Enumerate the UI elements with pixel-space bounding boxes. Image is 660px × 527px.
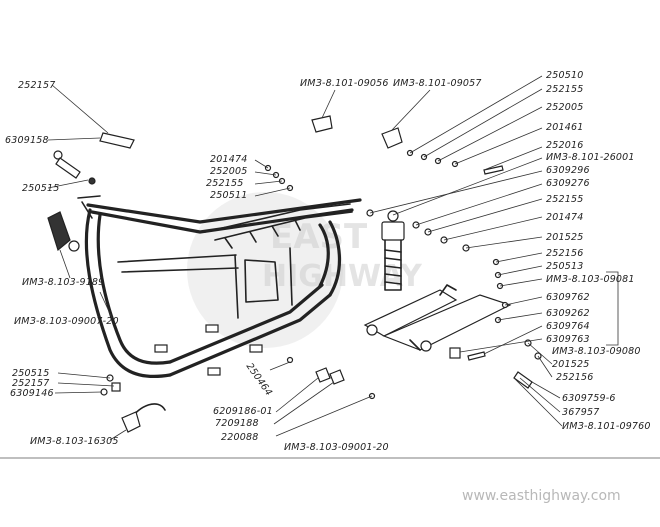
label-9189: ИМЗ-8.103-9189 xyxy=(22,277,104,288)
label-16305: ИМЗ-8.103-16305 xyxy=(30,436,119,447)
label-250464: 250464 xyxy=(244,361,275,398)
watermark-line1: EAST xyxy=(270,217,368,257)
label-26001: ИМЗ-8.101-26001 xyxy=(546,152,635,163)
label-09080: ИМЗ-8.103-09080 xyxy=(552,346,641,357)
label-6309296: 6309296 xyxy=(546,165,590,176)
label-252005: 252005 xyxy=(546,102,583,113)
label-201525-a: 201525 xyxy=(546,232,583,243)
label-201474: 201474 xyxy=(546,212,583,223)
label-252156-a: 252156 xyxy=(546,248,583,259)
label-252155-left: 252155 xyxy=(206,178,243,189)
label-09057: ИМЗ-8.101-09057 xyxy=(393,78,482,89)
label-250515-top: 250515 xyxy=(22,183,59,194)
label-09001: ИМЗ-8.103-09001-20 xyxy=(284,442,389,453)
label-220088: 220088 xyxy=(221,432,258,443)
label-6309759: 6309759-6 xyxy=(562,393,616,404)
label-201525-b: 201525 xyxy=(552,359,589,370)
label-250513: 250513 xyxy=(546,261,583,272)
leader-lines xyxy=(47,75,619,441)
label-09007: ИМЗ-8.103-09007-20 xyxy=(14,316,119,327)
label-201474-left: 201474 xyxy=(210,154,247,165)
label-6309158: 6309158 xyxy=(5,135,49,146)
label-6309763: 6309763 xyxy=(546,334,590,345)
label-252155-a: 252155 xyxy=(546,84,583,95)
parts xyxy=(47,115,542,433)
label-252157-top: 252157 xyxy=(18,80,55,91)
label-367957: 367957 xyxy=(562,407,599,418)
watermark: EAST HIGHWAY xyxy=(187,192,423,348)
watermark-url: www.easthighway.com xyxy=(462,488,621,504)
label-252157-bot: 252157 xyxy=(12,378,49,389)
label-6309276: 6309276 xyxy=(546,178,590,189)
label-252156-b: 252156 xyxy=(556,372,593,383)
label-250515-bot: 250515 xyxy=(12,368,49,379)
label-6309762: 6309762 xyxy=(546,292,590,303)
label-252016: 252016 xyxy=(546,140,583,151)
label-252155-b: 252155 xyxy=(546,194,583,205)
label-252005-left: 252005 xyxy=(210,166,247,177)
frame-drawing xyxy=(77,195,362,378)
watermark-line2: HIGHWAY xyxy=(262,259,423,294)
label-7209188: 7209188 xyxy=(215,418,259,429)
label-250510: 250510 xyxy=(546,70,583,81)
label-09056: ИМЗ-8.101-09056 xyxy=(300,78,389,89)
label-6209186: 6209186-01 xyxy=(213,406,273,417)
label-6309262: 6309262 xyxy=(546,308,590,319)
label-6309146: 6309146 xyxy=(10,388,54,399)
label-201461: 201461 xyxy=(546,122,583,133)
label-09081: ИМЗ-8.103-09081 xyxy=(546,274,635,285)
label-250511: 250511 xyxy=(210,190,247,201)
label-6309764: 6309764 xyxy=(546,321,590,332)
label-09760: ИМЗ-8.101-09760 xyxy=(562,421,651,432)
